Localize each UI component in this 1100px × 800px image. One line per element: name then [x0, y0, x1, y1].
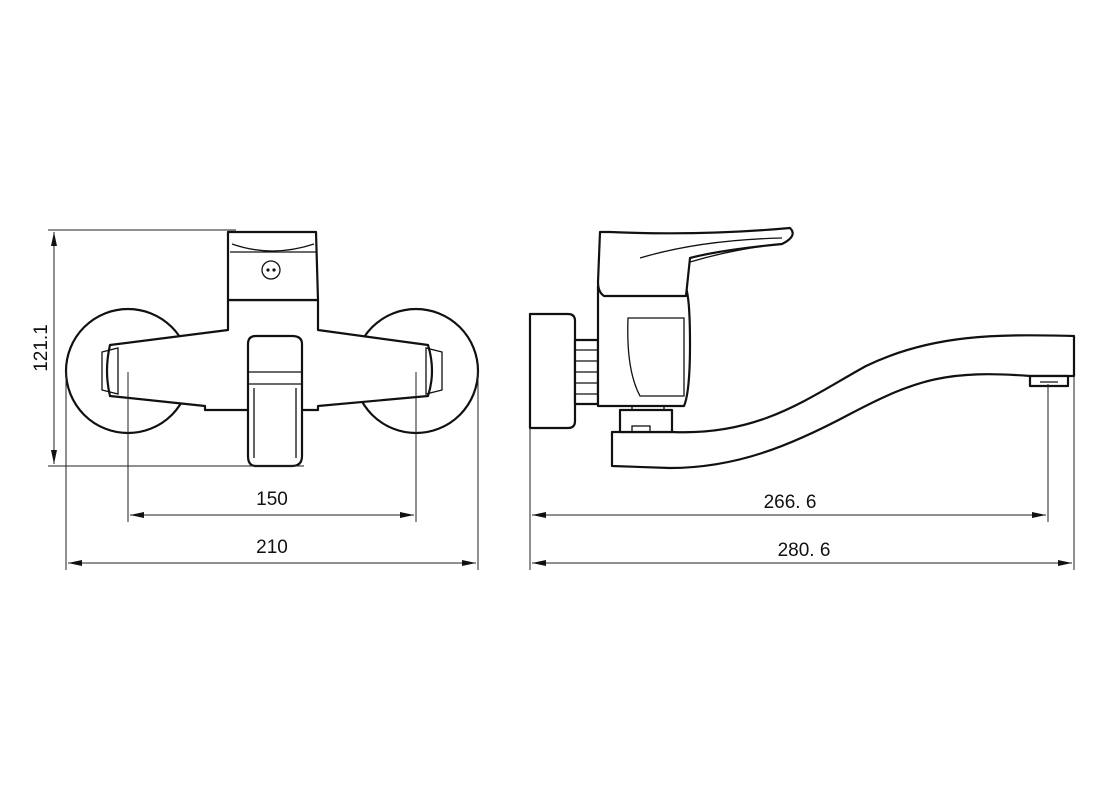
lever-grip-line-2 [689, 243, 779, 263]
height-label: 121.1 [31, 324, 52, 372]
inner-width-label: 150 [256, 489, 288, 510]
lever-top [226, 230, 320, 302]
hex-nut-lines [575, 349, 598, 395]
collar-slot [631, 425, 651, 433]
spout-front-inner [253, 388, 297, 458]
inner-length-label: 266. 6 [764, 492, 817, 513]
outer-width-label: 210 [256, 537, 288, 558]
spout-front-lip [248, 371, 302, 385]
side-view [528, 226, 1076, 470]
side-dimensions: 266. 6 280. 6 [529, 376, 1075, 570]
spout-side [610, 334, 1076, 470]
lever-top-curve [231, 243, 315, 252]
outer-length-label: 280. 6 [778, 540, 831, 561]
left-nut-outline [101, 347, 119, 395]
body-recess [627, 317, 685, 397]
lever-handle-side [596, 226, 794, 298]
side-rosette [528, 312, 577, 430]
aerator [1028, 374, 1070, 388]
front-dimensions: 121.1 150 210 [31, 229, 479, 570]
set-screw-icon [261, 260, 281, 280]
set-screw-hole-right [272, 268, 276, 272]
set-screw-hole-left [266, 268, 270, 272]
lever-grip-line [639, 237, 783, 259]
spout-front [246, 334, 304, 468]
spout-collar [618, 408, 674, 434]
mixer-body-side [596, 284, 692, 408]
right-nut-outline [425, 347, 443, 395]
